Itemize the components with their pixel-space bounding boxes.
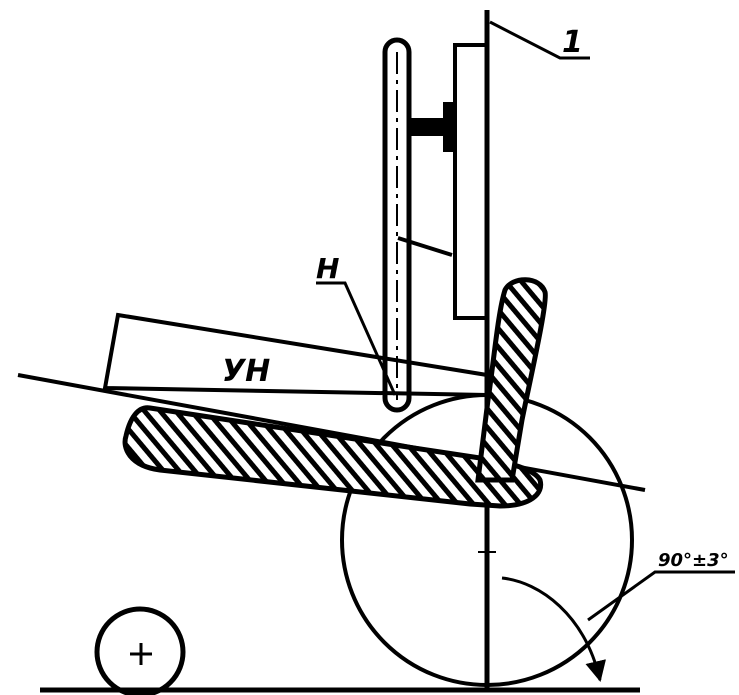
angle-template bbox=[102, 312, 489, 398]
small-wheel bbox=[94, 606, 186, 695]
angle-leader-line bbox=[587, 570, 735, 622]
point-label: Н bbox=[316, 252, 339, 285]
mounting-bracket bbox=[397, 43, 487, 320]
part-number-label: 1 bbox=[562, 25, 583, 60]
hatched-vertical-section bbox=[475, 277, 548, 483]
angle-value-label: 90°±3° bbox=[658, 550, 729, 571]
part-number-leader bbox=[489, 20, 590, 60]
hatched-slanted-section bbox=[122, 405, 544, 509]
point-label-leader bbox=[316, 281, 397, 396]
angle-dimension-arc bbox=[501, 576, 606, 683]
angle-template-label: УН bbox=[222, 354, 270, 389]
slanted-base-line bbox=[17, 373, 646, 492]
vertical-slotted-plate bbox=[382, 37, 412, 413]
